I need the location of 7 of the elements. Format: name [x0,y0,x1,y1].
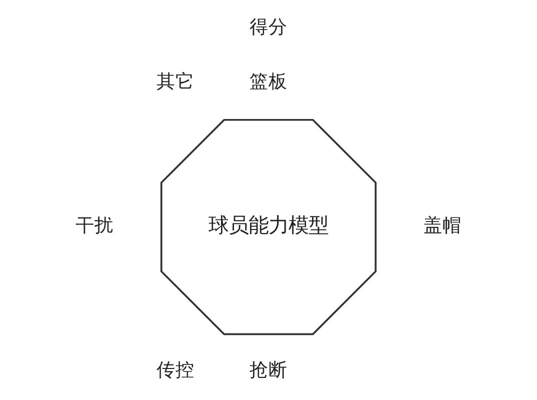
label: 盖帽 [424,216,462,237]
label: 其它 [156,71,194,92]
label: 干扰 [75,216,114,237]
label: 得分 [250,17,288,38]
label: 传控 [156,360,194,382]
label: 抢断 [250,360,288,382]
label: 篮板 [250,71,288,92]
